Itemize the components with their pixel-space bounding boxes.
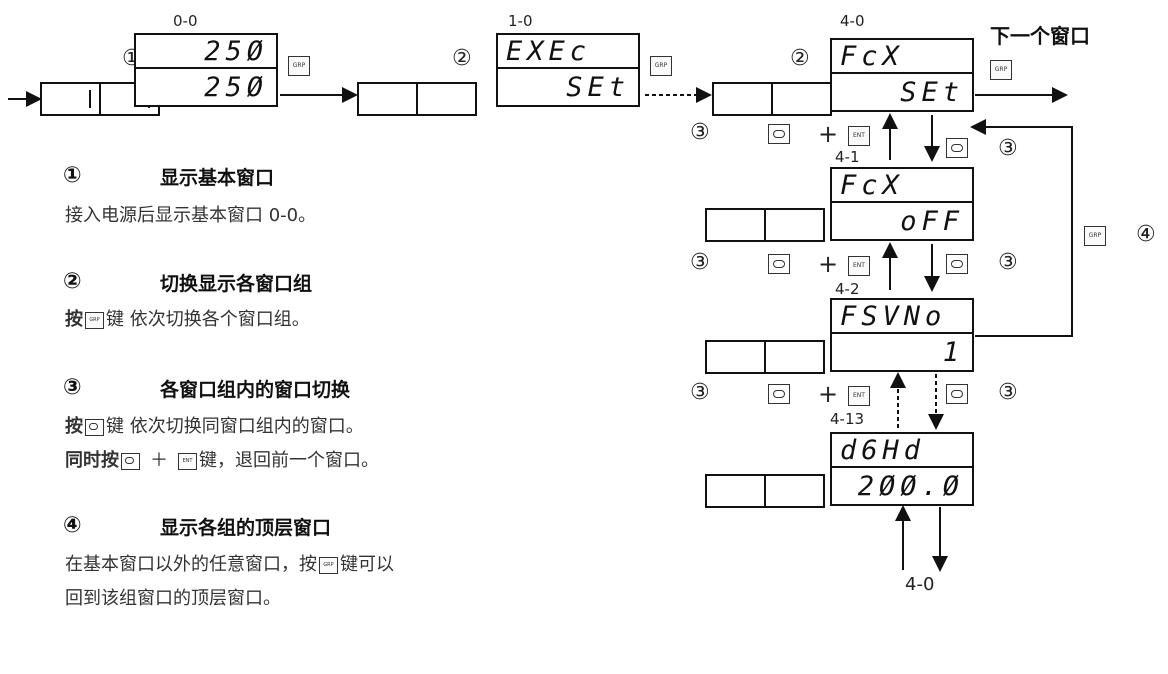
grp-key-icon: GRP	[319, 556, 338, 574]
section-4-number: ④	[63, 513, 82, 538]
body-text-fragment: 键 依次切换各个窗口组。	[106, 309, 310, 330]
section-4-title: 显示各组的顶层窗口	[160, 517, 332, 539]
lcd-line-2: 1	[942, 337, 964, 368]
plus-sign: +	[818, 380, 839, 408]
loop-key-icon	[946, 138, 968, 158]
loop-key-icon	[768, 384, 790, 404]
lcd-line-2: 2ØØ.Ø	[857, 471, 964, 502]
plus-sign: ＋	[150, 450, 168, 471]
lcd-window-1-0: EXEc SEt	[496, 33, 640, 107]
marker-3: ③	[690, 250, 710, 275]
grp-key-icon: GRP	[85, 311, 104, 329]
ent-key-icon: ENT	[178, 452, 197, 470]
indicator-box-4-2	[705, 340, 825, 374]
lcd-window-4-0: FcX SEt	[830, 38, 974, 112]
lcd-line-1: EXEc	[498, 35, 638, 69]
plus-sign: +	[818, 120, 839, 148]
indicator-box-2	[712, 82, 832, 116]
section-4-body-2: 回到该组窗口的顶层窗口。	[65, 588, 281, 609]
grp-key-icon: GRP	[990, 60, 1012, 80]
return-label-4-0: 4-0	[905, 574, 935, 595]
section-2-number: ②	[63, 269, 82, 294]
lcd-line-1: FSVNo	[832, 300, 972, 334]
section-1-title: 显示基本窗口	[160, 167, 275, 189]
grp-key-icon: GRP	[288, 56, 310, 76]
section-3-title: 各窗口组内的窗口切换	[160, 379, 351, 401]
section-1-body: 接入电源后显示基本窗口 0-0。	[65, 205, 317, 226]
window-label-4-0: 4-0	[840, 12, 865, 30]
marker-2: ②	[452, 46, 472, 71]
window-label-1-0: 1-0	[508, 12, 533, 30]
section-2-title: 切换显示各窗口组	[160, 273, 313, 295]
lcd-line-1: FcX	[832, 169, 972, 203]
marker-3: ③	[998, 250, 1018, 275]
body-text-fragment: 键，退回前一个窗口。	[199, 450, 379, 471]
section-3-body-1: 按 键 依次切换同窗口组内的窗口。	[65, 412, 364, 438]
indicator-box-1	[357, 82, 477, 116]
lcd-line-2: oFF	[900, 206, 964, 237]
body-text-fragment: 按	[65, 309, 83, 330]
grp-key-icon: GRP	[1084, 226, 1106, 246]
indicator-box-4-1	[705, 208, 825, 242]
body-text-fragment: 同时按	[65, 450, 119, 471]
window-label-4-1: 4-1	[835, 148, 860, 166]
window-label-0-0: 0-0	[173, 12, 198, 30]
lcd-window-4-1: FcX oFF	[830, 167, 974, 241]
marker-3: ③	[998, 380, 1018, 405]
section-1-number: ①	[63, 163, 82, 188]
body-text-fragment: 键 依次切换同窗口组内的窗口。	[106, 416, 364, 437]
loop-key-icon	[946, 254, 968, 274]
loop-key-icon	[768, 254, 790, 274]
lcd-line-1: FcX	[832, 40, 972, 74]
ent-key-icon: ENT	[848, 126, 870, 146]
loop-key-icon	[768, 124, 790, 144]
window-label-4-2: 4-2	[835, 280, 860, 298]
marker-3: ③	[690, 120, 710, 145]
loop-key-icon	[85, 418, 104, 436]
lcd-line-1: 25Ø	[136, 35, 276, 69]
grp-key-icon: GRP	[650, 56, 672, 76]
loop-key-icon	[946, 384, 968, 404]
lcd-line-2: SEt	[566, 72, 630, 103]
marker-4: ④	[1136, 222, 1156, 247]
lcd-line-2: SEt	[900, 77, 964, 108]
indicator-box-4-13	[705, 474, 825, 508]
marker-2: ②	[790, 46, 810, 71]
plus-sign: +	[818, 250, 839, 278]
marker-3: ③	[690, 380, 710, 405]
section-3-number: ③	[63, 375, 82, 400]
window-label-4-13: 4-13	[830, 410, 865, 428]
lcd-window-4-2: FSVNo 1	[830, 298, 974, 372]
ent-key-icon: ENT	[848, 256, 870, 276]
marker-3: ③	[998, 136, 1018, 161]
ent-key-icon: ENT	[848, 386, 870, 406]
next-window-label: 下一个窗口	[990, 24, 1090, 48]
body-text-fragment: 在基本窗口以外的任意窗口，按	[65, 554, 317, 575]
lcd-window-4-13: d6Hd 2ØØ.Ø	[830, 432, 974, 506]
lcd-line-1: d6Hd	[832, 434, 972, 468]
lcd-window-0-0: 25Ø 25Ø	[134, 33, 278, 107]
body-text-fragment: 键可以	[340, 554, 394, 575]
body-text-fragment: 按	[65, 416, 83, 437]
lcd-line-2: 25Ø	[204, 72, 268, 103]
loop-key-icon	[121, 452, 140, 470]
